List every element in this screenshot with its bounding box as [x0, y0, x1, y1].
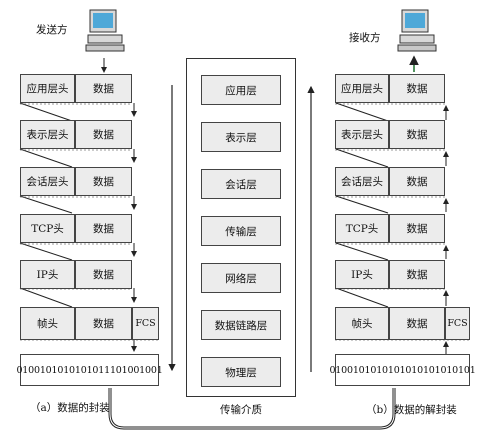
receiver-caption: （b）数据的解封装: [366, 404, 457, 416]
sender-header-session: 会话层头: [20, 167, 75, 196]
receiver-data-tcp: 数据: [389, 214, 445, 243]
receiver-header-app: 应用层头: [335, 74, 389, 103]
sender-data-ip: 数据: [75, 260, 132, 289]
receiver-frame-header: 帧头: [335, 307, 389, 340]
sender-bitstream: 0100101010101011101001001: [16, 354, 163, 386]
layer-network: 网络层: [201, 263, 281, 293]
layer-data-link: 数据链路层: [201, 310, 281, 340]
receiver-header-ip: IP头: [335, 260, 389, 289]
layer-transport: 传输层: [201, 216, 281, 246]
sender-header-ip: IP头: [20, 260, 75, 289]
transmission-medium-label: 传输介质: [220, 404, 262, 416]
sender-caption: （a）数据的封装: [30, 402, 110, 414]
receiver-header-session: 会话层头: [335, 167, 389, 196]
sender-header-app: 应用层头: [20, 74, 75, 103]
receiver-data-ip: 数据: [389, 260, 445, 289]
sender-title: 发送方: [36, 24, 68, 36]
sender-frame-data: 数据: [75, 307, 132, 340]
sender-data-app: 数据: [75, 74, 132, 103]
sender-header-tcp: TCP头: [20, 214, 75, 243]
sender-frame-fcs: FCS: [132, 307, 159, 340]
sender-header-presentation: 表示层头: [20, 120, 75, 149]
receiver-header-tcp: TCP头: [335, 214, 389, 243]
sender-data-tcp: 数据: [75, 214, 132, 243]
receiver-title: 接收方: [349, 32, 381, 44]
receiver-bitstream: 0100101010101010101010101: [329, 354, 476, 386]
layer-presentation: 表示层: [201, 122, 281, 152]
layer-physical: 物理层: [201, 357, 281, 387]
layer-application: 应用层: [201, 75, 281, 105]
receiver-data-presentation: 数据: [389, 120, 445, 149]
sender-data-presentation: 数据: [75, 120, 132, 149]
receiver-header-presentation: 表示层头: [335, 120, 389, 149]
receiver-data-session: 数据: [389, 167, 445, 196]
receiver-computer-icon: [397, 9, 437, 52]
receiver-data-app: 数据: [389, 74, 445, 103]
receiver-frame-fcs: FCS: [445, 307, 470, 340]
sender-computer-icon: [85, 9, 125, 52]
sender-frame-header: 帧头: [20, 307, 75, 340]
layer-session: 会话层: [201, 169, 281, 199]
receiver-frame-data: 数据: [389, 307, 445, 340]
osi-layer-panel: 应用层 表示层 会话层 传输层 网络层 数据链路层 物理层: [186, 58, 296, 397]
sender-data-session: 数据: [75, 167, 132, 196]
